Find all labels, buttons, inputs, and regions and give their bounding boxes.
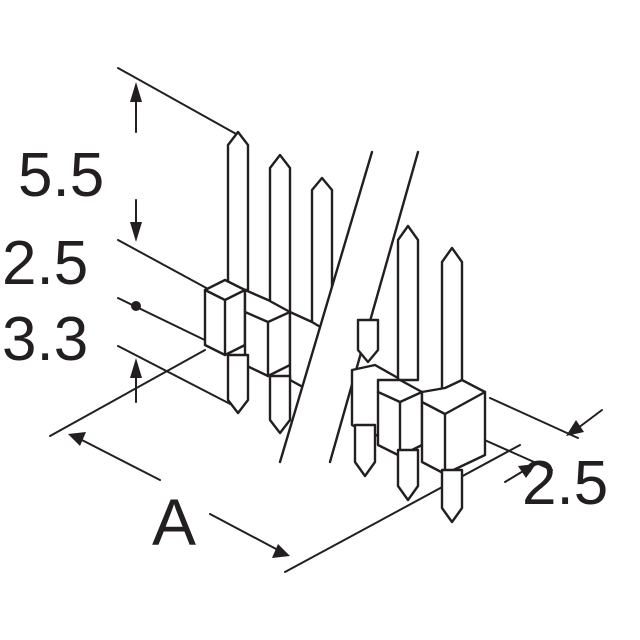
insulator-6: [420, 378, 487, 476]
pin-1-top: [226, 130, 250, 292]
dimension-label-a: A: [152, 485, 196, 559]
dimension-a-arrows: [68, 432, 290, 558]
pin-4-top: [396, 224, 420, 382]
dimension-label-5-5: 5.5: [18, 141, 104, 210]
pin-2-bottom: [268, 374, 292, 435]
break-band: [278, 150, 420, 464]
pin-3-bottom: [356, 318, 380, 364]
pin-1-bottom: [226, 353, 250, 415]
dimension-label-2-5-height: 2.5: [2, 229, 88, 298]
dimension-label-3-3: 3.3: [2, 305, 88, 374]
pin-2-top: [268, 153, 292, 314]
dimension-label-2-5-pitch: 2.5: [522, 449, 608, 518]
pitch-dimension-arrows: [504, 409, 603, 483]
pin-header-left-group: [203, 130, 334, 435]
pin-4-bottom: [353, 423, 377, 478]
pin-5-top: [440, 246, 464, 402]
vertical-dimension-arrows: [130, 82, 142, 403]
pin-header-right-group: [350, 224, 487, 524]
pin-5-bottom: [396, 448, 420, 502]
pin-6-bottom: [440, 468, 464, 524]
